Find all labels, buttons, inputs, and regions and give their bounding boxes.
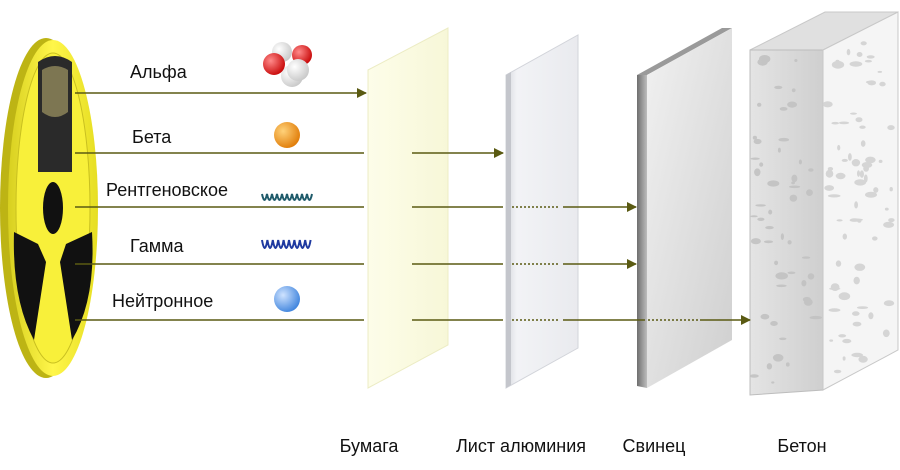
radiation-hazard-icon: [0, 38, 98, 378]
neutron-particle-icon: [274, 286, 300, 312]
aluminium-sheet: [505, 34, 579, 389]
label-neutron: Нейтронное: [112, 291, 214, 311]
label-gamma: Гамма: [130, 236, 184, 256]
material-label-aluminium: Лист алюминия: [455, 436, 587, 456]
material-label-concrete: Бетон: [777, 436, 827, 456]
concrete-block: [749, 11, 899, 396]
material-label-paper: Бумага: [339, 436, 399, 456]
label-xray: Рентгеновское: [106, 180, 229, 200]
label-beta: Бета: [132, 127, 172, 147]
gamma-wave-icon: [261, 239, 312, 249]
lead-slab: [637, 28, 732, 388]
paper-sheet: [367, 27, 449, 389]
label-alpha: Альфа: [130, 62, 187, 82]
alpha-particle-icon: [263, 42, 312, 87]
xray-wave-icon: [261, 193, 313, 201]
beta-particle-icon: [274, 122, 300, 148]
radiation-paths: [75, 88, 751, 325]
material-label-lead: Свинец: [622, 436, 686, 456]
